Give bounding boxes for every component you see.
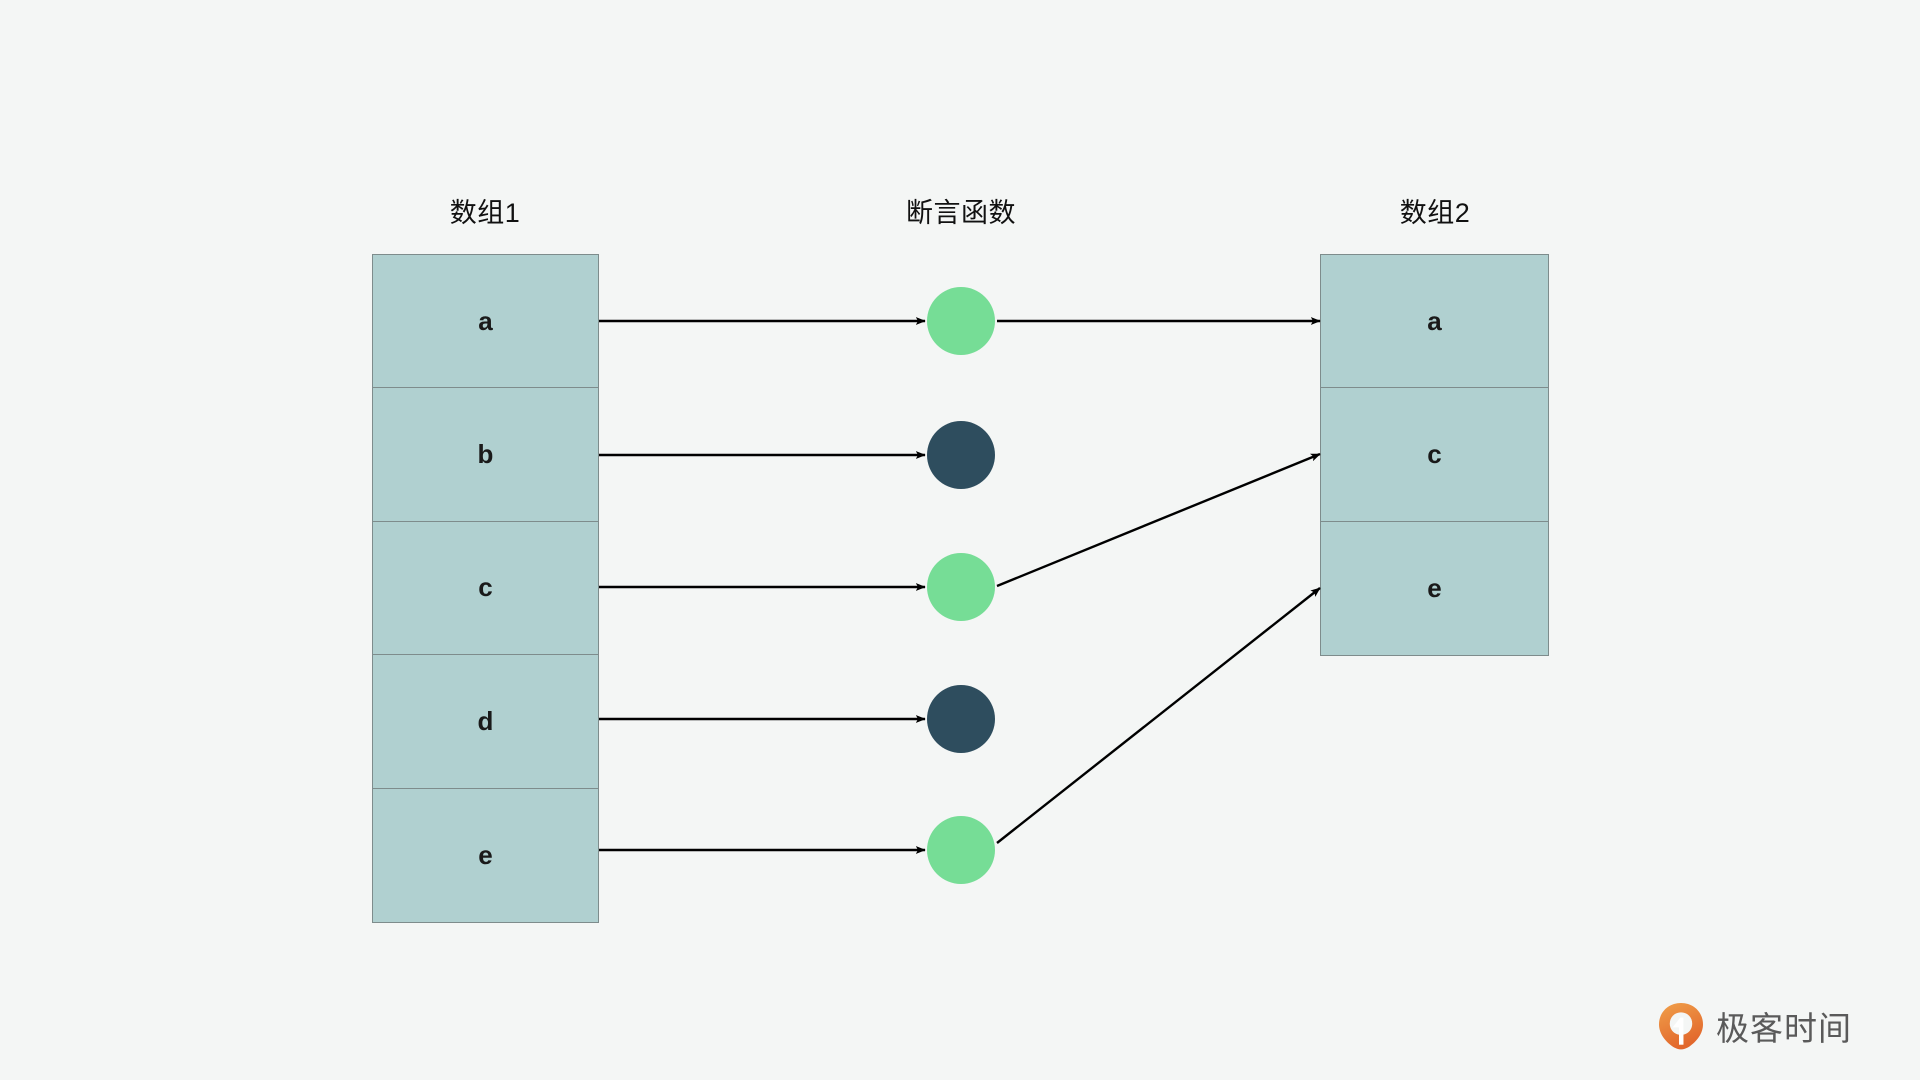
array2-cell-2: e [1427, 572, 1442, 603]
predicate-node-b [927, 421, 995, 489]
array1-cell-4: e [478, 839, 493, 870]
geekbang-logo-text: 极客时间 [1716, 1010, 1852, 1047]
array2-cell-0: a [1321, 255, 1548, 389]
column-title-array2: 数组2 [1399, 198, 1471, 228]
array1-cell-1: b [373, 388, 598, 522]
column-title-array1: 数组1 [449, 198, 521, 228]
array1-cell-2: c [373, 522, 598, 656]
array1-cell-3: d [373, 655, 598, 789]
predicate-node-c [927, 553, 995, 621]
geekbang-logo: 极客时间 [1655, 1000, 1852, 1052]
predicate-node-d [927, 685, 995, 753]
array2-box: a c e [1320, 254, 1549, 657]
column-title-predicate: 断言函数 [906, 198, 1016, 228]
predicate-node-e [927, 816, 995, 884]
array1-cell-0: a [373, 255, 598, 389]
array2-cell-1: c [1321, 388, 1548, 522]
edge-predicate-e-to-array2-e [996, 587, 1321, 844]
geekbang-mark-icon [1659, 1003, 1703, 1050]
array1-box: a b c d e [372, 254, 599, 923]
predicate-node-a [927, 287, 995, 355]
edge-predicate-c-to-array2-c [996, 452, 1321, 588]
